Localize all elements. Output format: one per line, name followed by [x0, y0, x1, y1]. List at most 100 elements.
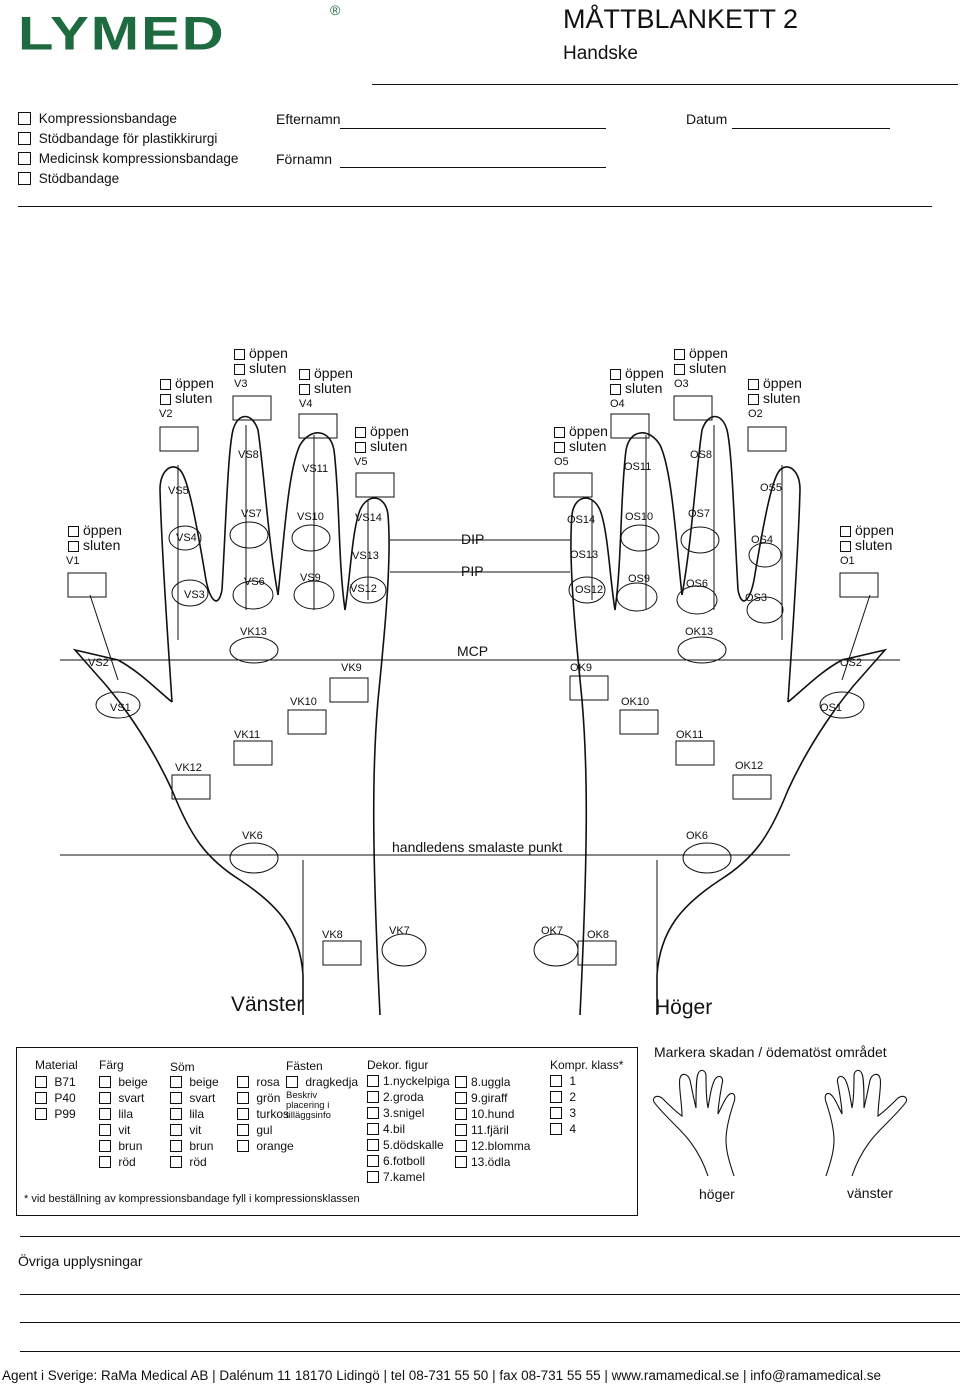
checkbox[interactable] [367, 1155, 379, 1167]
checkbox[interactable] [610, 384, 621, 395]
checkbox[interactable] [748, 394, 759, 405]
checkbox[interactable] [18, 172, 31, 185]
checkbox[interactable] [237, 1092, 249, 1104]
checkbox[interactable] [99, 1124, 111, 1136]
seam-option[interactable]: beige [170, 1075, 219, 1089]
checkbox[interactable] [68, 541, 79, 552]
checkbox[interactable] [237, 1108, 249, 1120]
checkbox[interactable] [286, 1076, 298, 1088]
checkbox[interactable] [455, 1076, 467, 1088]
checkbox[interactable] [170, 1076, 182, 1088]
checkbox[interactable] [237, 1140, 249, 1152]
decor-option[interactable]: 2.groda [367, 1090, 450, 1104]
class-option[interactable]: 3 [550, 1106, 623, 1120]
checkbox[interactable] [99, 1076, 111, 1088]
seam-option[interactable]: röd [170, 1155, 219, 1169]
decor-option[interactable]: 12.blomma [455, 1139, 530, 1153]
checkbox[interactable] [367, 1091, 379, 1103]
color-option[interactable]: beige [99, 1075, 148, 1089]
seam-option[interactable]: brun [170, 1139, 219, 1153]
firstname-field[interactable] [340, 167, 606, 168]
checkbox[interactable] [355, 442, 366, 453]
decor-option[interactable]: 9.giraff [455, 1091, 530, 1105]
bandage-option[interactable]: Medicinsk kompressionsbandage [18, 151, 238, 167]
seam-option[interactable]: gul [237, 1123, 294, 1137]
color-option[interactable]: röd [99, 1155, 148, 1169]
class-option[interactable]: 4 [550, 1122, 623, 1136]
seam-option[interactable]: turkos [237, 1107, 294, 1121]
class-option[interactable]: 2 [550, 1090, 623, 1104]
checkbox[interactable] [455, 1092, 467, 1104]
checkbox[interactable] [550, 1075, 562, 1087]
checkbox[interactable] [35, 1108, 47, 1120]
seam-option[interactable]: orange [237, 1139, 294, 1153]
checkbox[interactable] [554, 442, 565, 453]
decor-option[interactable]: 8.uggla [455, 1075, 530, 1089]
checkbox[interactable] [455, 1124, 467, 1136]
class-option[interactable]: 1 [550, 1074, 623, 1088]
checkbox[interactable] [237, 1124, 249, 1136]
checkbox[interactable] [99, 1092, 111, 1104]
color-option[interactable]: vit [99, 1123, 148, 1137]
checkbox[interactable] [674, 349, 685, 360]
checkbox[interactable] [234, 349, 245, 360]
checkbox[interactable] [160, 379, 171, 390]
bandage-option[interactable]: Kompressionsbandage [18, 111, 177, 127]
decor-option[interactable]: 10.hund [455, 1107, 530, 1121]
checkbox[interactable] [748, 379, 759, 390]
decor-option[interactable]: 5.dödskalle [367, 1138, 450, 1152]
checkbox[interactable] [18, 112, 31, 125]
seam-option[interactable]: grön [237, 1091, 294, 1105]
checkbox[interactable] [68, 526, 79, 537]
checkbox[interactable] [99, 1140, 111, 1152]
color-option[interactable]: svart [99, 1091, 148, 1105]
checkbox[interactable] [18, 132, 31, 145]
seam-option[interactable]: svart [170, 1091, 219, 1105]
other-info-line[interactable] [20, 1294, 960, 1295]
color-option[interactable]: lila [99, 1107, 148, 1121]
decor-option[interactable]: 4.bil [367, 1122, 450, 1136]
decor-option[interactable]: 13.ödla [455, 1155, 530, 1169]
seam-option[interactable]: rosa [237, 1075, 294, 1089]
fasten-option[interactable]: dragkedja [286, 1075, 358, 1089]
checkbox[interactable] [99, 1156, 111, 1168]
decor-option[interactable]: 1.nyckelpiga [367, 1074, 450, 1088]
checkbox[interactable] [674, 364, 685, 375]
checkbox[interactable] [237, 1076, 249, 1088]
material-option[interactable]: P99 [35, 1107, 78, 1121]
checkbox[interactable] [610, 369, 621, 380]
checkbox[interactable] [299, 369, 310, 380]
checkbox[interactable] [367, 1171, 379, 1183]
checkbox[interactable] [550, 1123, 562, 1135]
decor-option[interactable]: 11.fjäril [455, 1123, 530, 1137]
checkbox[interactable] [170, 1156, 182, 1168]
checkbox[interactable] [170, 1140, 182, 1152]
other-info-line[interactable] [20, 1351, 960, 1352]
color-option[interactable]: brun [99, 1139, 148, 1153]
checkbox[interactable] [367, 1107, 379, 1119]
bandage-option[interactable]: Stödbandage för plastikkirurgi [18, 131, 217, 147]
checkbox[interactable] [367, 1075, 379, 1087]
checkbox[interactable] [299, 384, 310, 395]
bandage-option[interactable]: Stödbandage [18, 171, 119, 187]
other-info-line[interactable] [20, 1322, 960, 1323]
checkbox[interactable] [35, 1076, 47, 1088]
checkbox[interactable] [554, 427, 565, 438]
material-option[interactable]: B71 [35, 1075, 78, 1089]
checkbox[interactable] [455, 1140, 467, 1152]
seam-option[interactable]: lila [170, 1107, 219, 1121]
checkbox[interactable] [550, 1107, 562, 1119]
checkbox[interactable] [367, 1123, 379, 1135]
checkbox[interactable] [35, 1092, 47, 1104]
checkbox[interactable] [367, 1139, 379, 1151]
checkbox[interactable] [840, 541, 851, 552]
material-option[interactable]: P40 [35, 1091, 78, 1105]
checkbox[interactable] [99, 1108, 111, 1120]
